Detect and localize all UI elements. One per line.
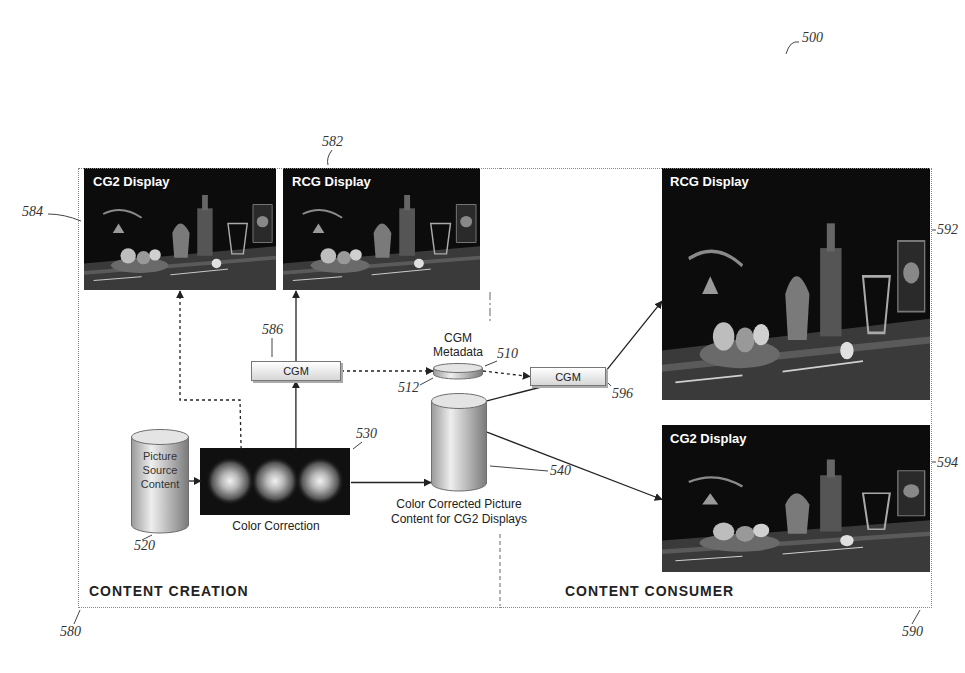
connector (487, 386, 545, 401)
leader-lines (328, 150, 333, 165)
leader-lines (490, 466, 548, 471)
callout-number: 530 (356, 426, 377, 442)
leader-lines (272, 338, 273, 357)
display-illustration (662, 223, 930, 400)
leader-lines (48, 214, 81, 221)
callout-number: 582 (322, 134, 343, 150)
callout-number: 500 (802, 30, 823, 46)
storage-cylinder: Picture Source Content (131, 429, 189, 533)
display-illustration (84, 195, 276, 290)
display-illustration (662, 425, 930, 572)
display-illustration (84, 168, 930, 572)
node-label: CGM Metadata (427, 331, 489, 359)
region-divider (490, 292, 491, 322)
region-panel: CONTENT CONSUMER RCG DisplayCGM CG2 Displa… (500, 168, 932, 608)
cylinder-top (434, 364, 483, 373)
cylinder-body (132, 437, 189, 533)
callout-number: 580 (60, 624, 81, 640)
color-correction-image (200, 448, 350, 515)
display-illustration (283, 168, 480, 290)
region-title: CONTENT CREATION (89, 583, 249, 599)
leader-lines (48, 42, 936, 624)
connector (341, 370, 433, 371)
callout-number: 540 (550, 463, 571, 479)
color-correction-image (251, 457, 299, 505)
display-panel: CG2 Display (85, 169, 277, 291)
leader-lines (607, 382, 611, 386)
connector (351, 482, 431, 483)
connector (189, 480, 201, 481)
node-label: Color Corrected Picture Content for CG2 … (379, 497, 539, 527)
callout-number: 592 (937, 222, 958, 238)
cylinder-body (432, 401, 487, 491)
display-illustration (84, 168, 276, 290)
color-correction-image (206, 457, 254, 505)
node-label: CG2 Display (93, 174, 170, 189)
node-label: CGM (555, 371, 581, 383)
callout-number: 596 (612, 386, 633, 402)
callout-number: 512 (398, 380, 419, 396)
callout-number: 584 (22, 204, 43, 220)
display-illustration (84, 195, 276, 290)
image-box: Color Correction (201, 449, 351, 516)
connector (606, 301, 662, 371)
leader-lines (420, 378, 433, 385)
cylinder-top (432, 394, 487, 409)
node-label: Color Correction (201, 519, 351, 533)
display-illustration (283, 195, 480, 290)
node-label: RCG Display (670, 174, 749, 189)
node-label: RCG Display (292, 174, 371, 189)
callout-number: 586 (262, 322, 283, 338)
callout-number: 594 (937, 455, 958, 471)
color-correction-image (200, 448, 350, 515)
region-divider (490, 292, 500, 606)
color-correction-image (296, 457, 344, 505)
display-panel: RCG Display (284, 169, 481, 291)
leader-lines (932, 230, 936, 231)
connector (295, 291, 296, 361)
leader-lines (786, 42, 799, 54)
leader-lines (353, 442, 362, 449)
cylinder-top (132, 430, 189, 445)
leader-lines (912, 610, 920, 624)
leader-lines (74, 610, 80, 624)
display-panel: CG2 Display (662, 426, 930, 573)
connector (487, 432, 662, 499)
display-illustration (662, 460, 930, 573)
callout-number: 590 (902, 624, 923, 640)
connector (180, 291, 241, 449)
node-label: Picture Source Content (131, 449, 189, 491)
connector (483, 371, 530, 377)
storage-cylinder: Color Corrected Picture Content for CG2 … (431, 393, 487, 491)
process-box: CGM (530, 367, 606, 386)
node-label: CGM (283, 365, 309, 377)
node-label: CG2 Display (670, 431, 747, 446)
display-illustration (662, 168, 930, 400)
cylinder-outline (431, 393, 487, 491)
display-illustration (662, 223, 930, 400)
display-illustration (662, 460, 930, 573)
display-illustration (283, 195, 480, 290)
metadata-disk: CGM Metadata (433, 363, 483, 379)
region-title: CONTENT CONSUMER (565, 583, 734, 599)
leader-lines (932, 462, 936, 463)
cylinder-outline (433, 363, 483, 379)
display-panel: RCG Display (662, 169, 930, 401)
callout-number: 510 (497, 346, 518, 362)
connector (295, 381, 296, 449)
leader-lines (485, 361, 497, 366)
process-box: CGM (251, 361, 341, 381)
callout-number: 520 (134, 538, 155, 554)
